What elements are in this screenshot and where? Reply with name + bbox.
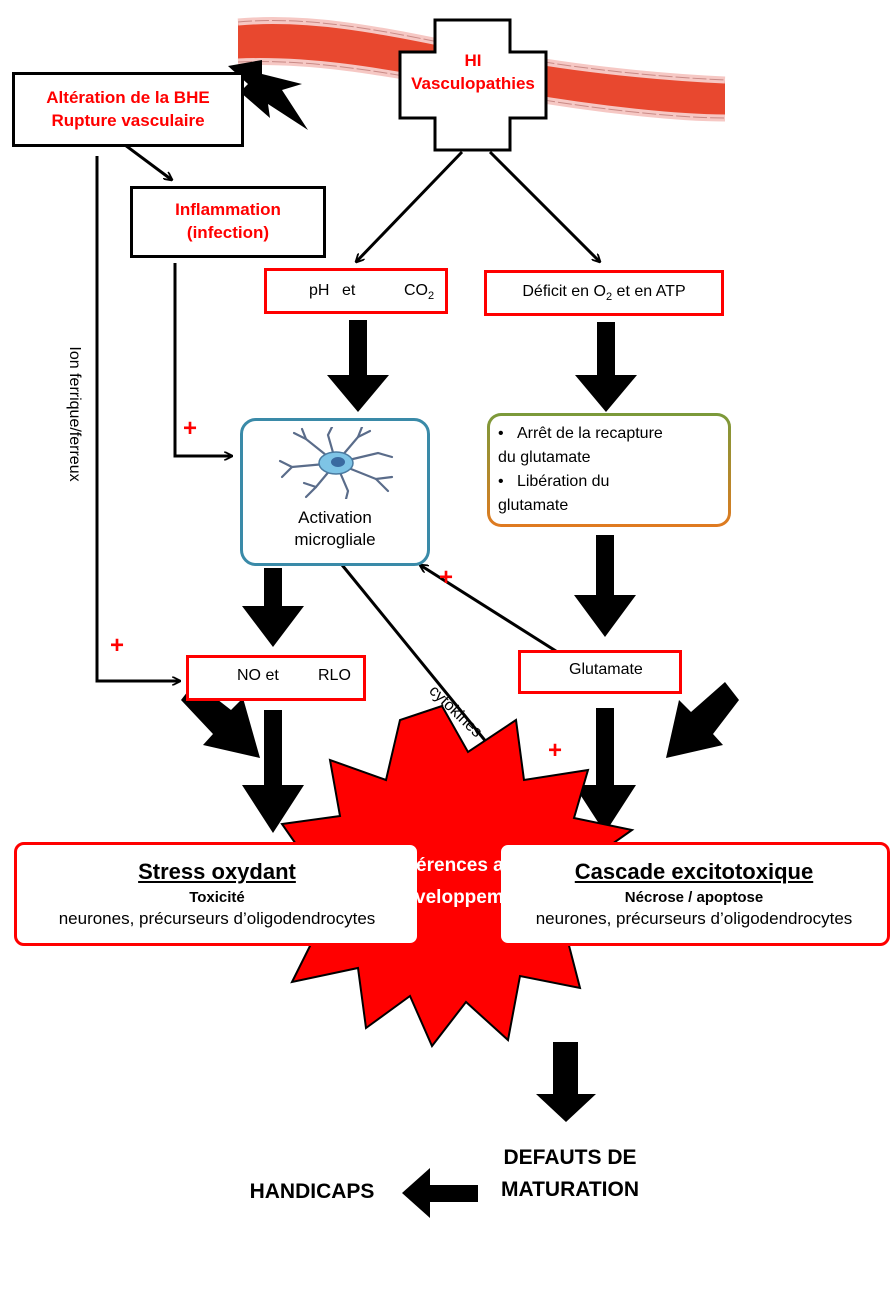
plus-sign: + bbox=[183, 415, 198, 442]
glutamate-increase-box bbox=[518, 650, 682, 694]
ph-et-label: et bbox=[342, 282, 356, 299]
ph-label: pH bbox=[309, 282, 330, 299]
ph-co2-box bbox=[264, 268, 448, 314]
microglia-cell-icon bbox=[278, 427, 394, 499]
bhe-rupture-box: Altération de la BHE Rupture vasculaire bbox=[12, 72, 244, 147]
co2-label: CO2 bbox=[404, 282, 435, 303]
hi-cross-shape bbox=[398, 18, 548, 152]
cascade-excitotoxique-box: Cascade excitotoxique Nécrose / apoptose… bbox=[498, 842, 890, 946]
handicaps-label: HANDICAPS bbox=[249, 1180, 375, 1203]
no-label: NO et bbox=[237, 667, 279, 684]
interference-label: Interférences avec le développement bbox=[368, 855, 536, 909]
glutamate-release-box: • Arrêt de la recapture du glutamate • L… bbox=[487, 413, 731, 527]
glutamate-label: Glutamate bbox=[569, 661, 643, 678]
defauts-maturation-label: DEFAUTS DE MATURATION bbox=[500, 1146, 640, 1201]
inflammation-box: Inflammation (infection) bbox=[130, 186, 326, 258]
plus-sign: + bbox=[110, 632, 125, 659]
hi-vasculopathies-label: HI Vasculopathies bbox=[411, 51, 535, 93]
thin-arrows bbox=[95, 143, 600, 835]
ion-ferrique-label: Ion ferrique/ferreux bbox=[66, 346, 83, 482]
stress-oxydant-box: Stress oxydant Toxicité neurones, précur… bbox=[14, 842, 420, 946]
lightning-bolt-icon bbox=[228, 60, 308, 130]
bullet-liberation: • Libération du bbox=[498, 473, 610, 490]
bullet-recapture: • Arrêt de la recapture bbox=[498, 425, 663, 442]
microglial-activation-box: Activation microgliale bbox=[240, 418, 430, 566]
rlo-label: RLO bbox=[318, 667, 351, 684]
deficit-o2-atp-box: Déficit en O2 et en ATP bbox=[484, 270, 724, 316]
plus-sign: + bbox=[439, 564, 454, 591]
no-rlo-box bbox=[186, 655, 366, 701]
plus-sign: + bbox=[548, 737, 563, 764]
interference-starburst bbox=[270, 704, 635, 1048]
